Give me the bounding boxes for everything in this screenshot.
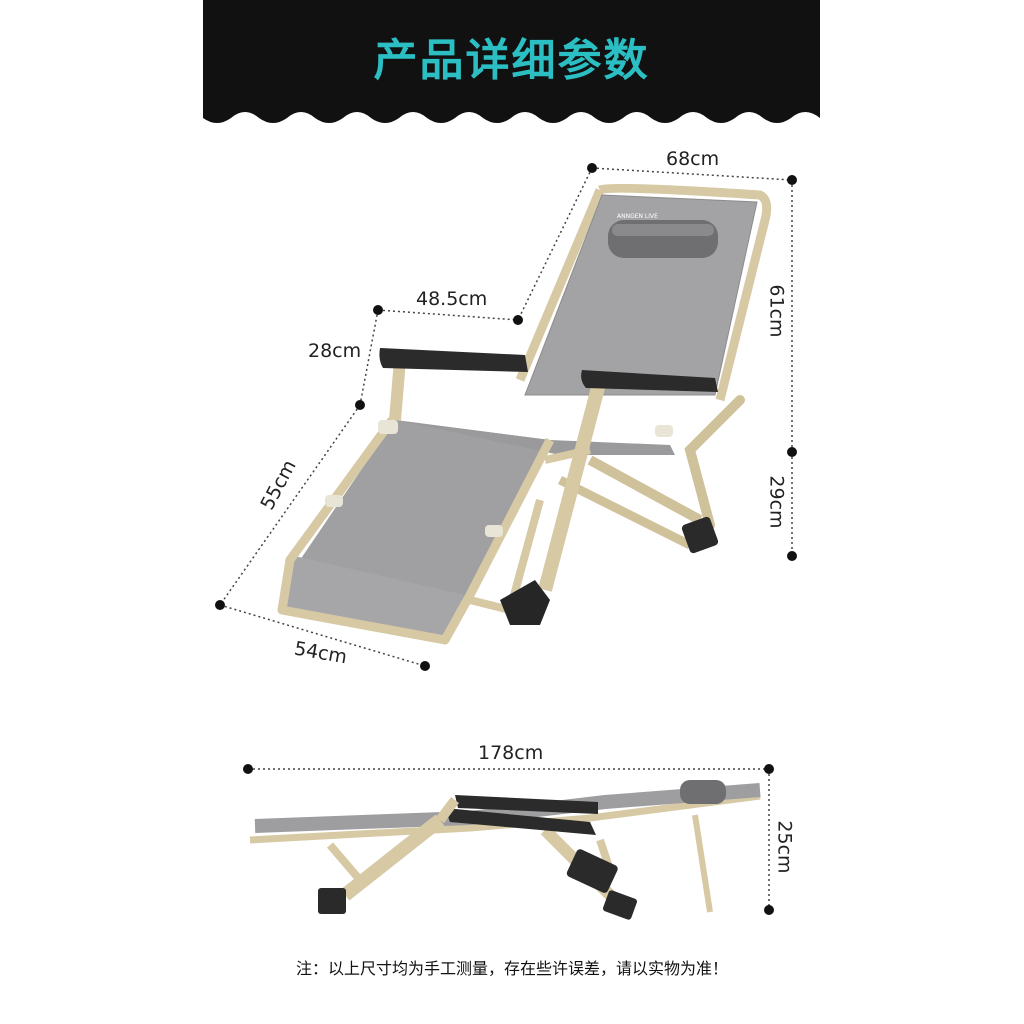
dim-lying-height: 25cm xyxy=(773,820,796,874)
logo-text: ANNGEN LIVE xyxy=(617,213,658,220)
dimension-dots-lower xyxy=(243,764,774,915)
dim-armrest-height: 28cm xyxy=(308,340,362,362)
chair-side-view xyxy=(249,780,761,920)
dimension-lines-lower xyxy=(248,768,770,910)
header-wave-background xyxy=(203,0,820,123)
dim-seat-height: 29cm xyxy=(765,475,788,529)
dim-width-top: 68cm xyxy=(666,148,720,170)
dim-total-length: 178cm xyxy=(478,742,544,764)
dimension-lines-upper xyxy=(219,167,793,667)
page-title: 产品详细参数 xyxy=(373,35,650,86)
dim-armrest-span: 48.5cm xyxy=(416,288,488,310)
dimension-dots-upper xyxy=(215,163,797,671)
disclaimer-note: 注：以上尺寸均为手工测量，存在些许误差，请以实物为准！ xyxy=(295,959,728,978)
chair-perspective xyxy=(277,183,772,645)
header-band: 产品详细参数 xyxy=(203,0,820,128)
dim-back-height: 61cm xyxy=(765,284,788,338)
